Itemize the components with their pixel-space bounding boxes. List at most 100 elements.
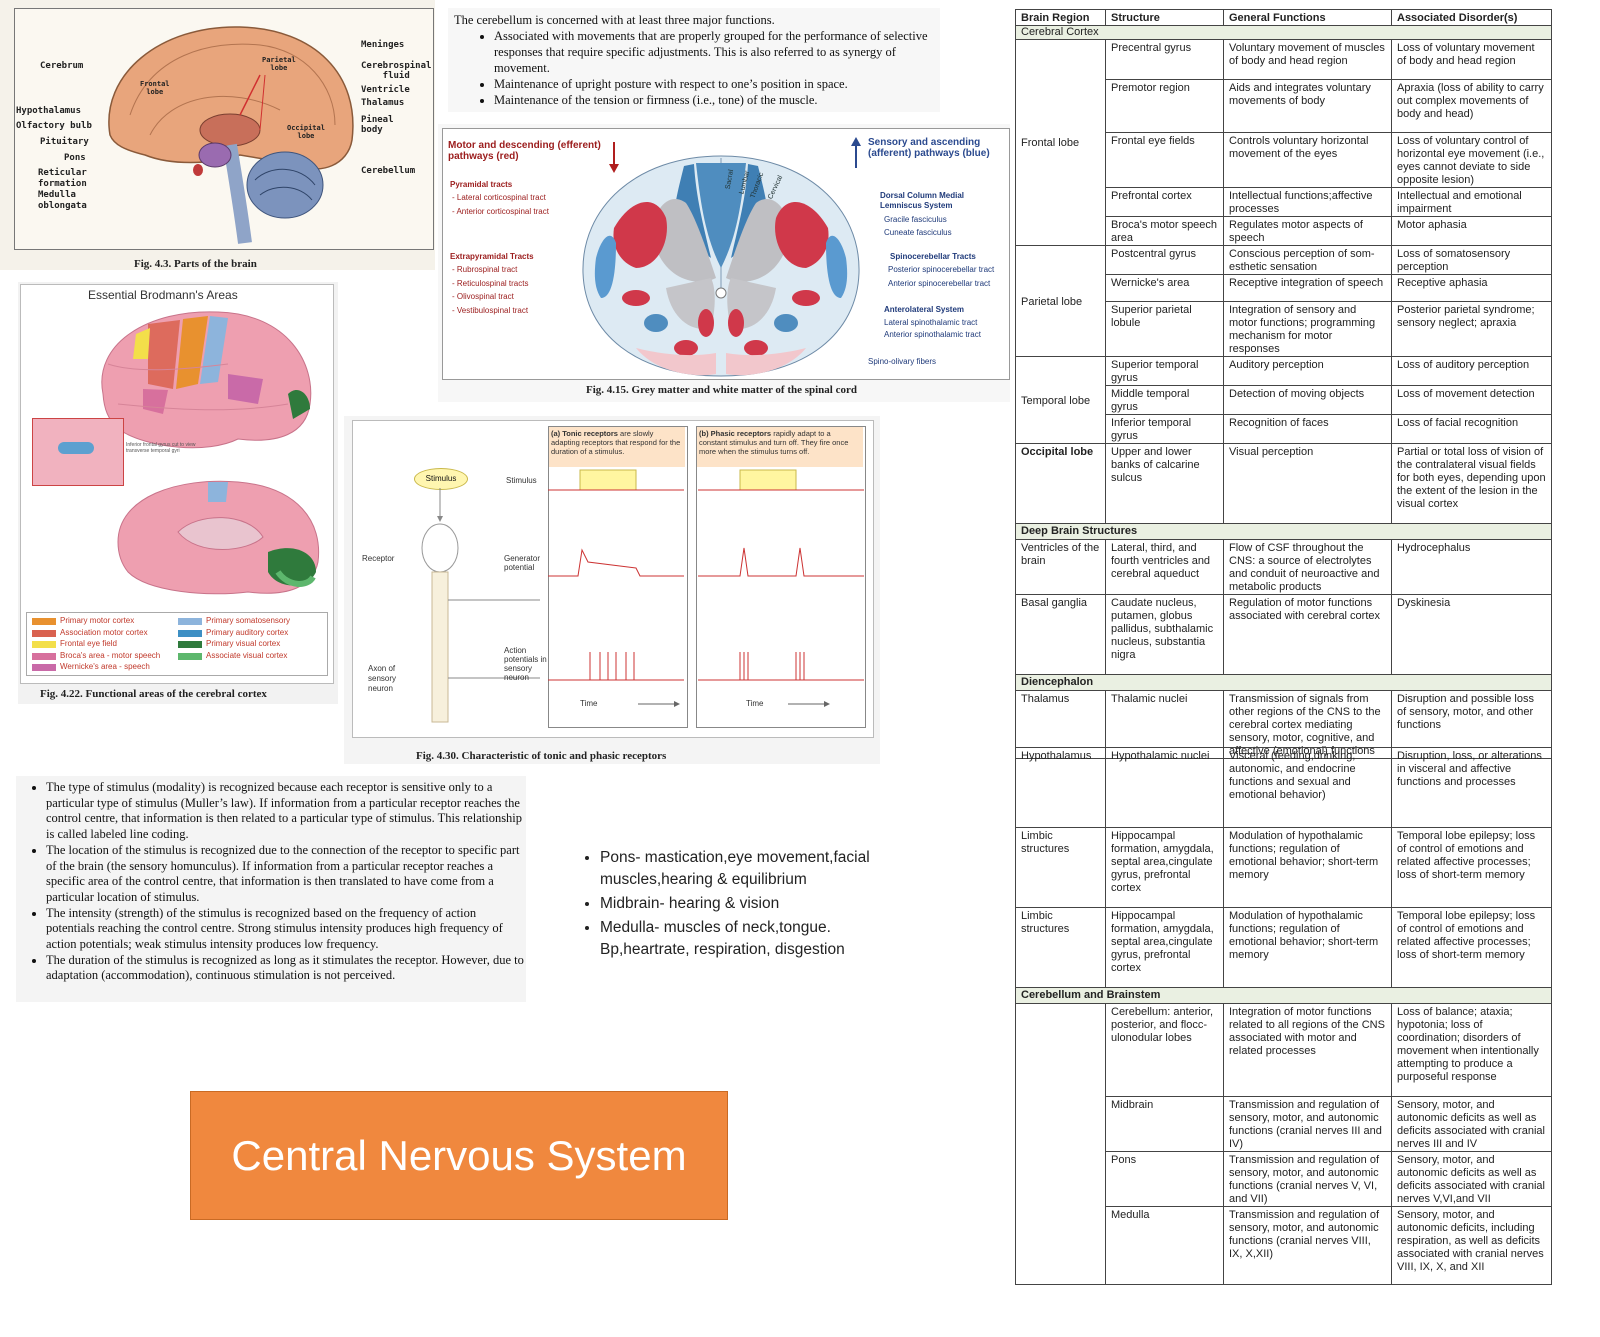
fig-spinal-cord: Motor and descending (efferent) pathways… [438, 124, 1010, 402]
dorsal-item: Cuneate fasciculus [884, 228, 952, 237]
brain-label-ventricle: Ventricle [361, 85, 410, 95]
list-item: Pons- mastication,eye movement,facial mu… [600, 847, 904, 891]
table-cell: Sensory, motor, and autonomic deficits a… [1391, 1151, 1552, 1207]
table-cell: Hydrocephalus [1391, 539, 1552, 595]
legend-label: Primary motor cortex [60, 616, 135, 625]
brain-label-pons: Pons [64, 153, 86, 163]
table-cell: Detection of moving objects [1223, 385, 1392, 415]
table-cell: Inferior temporal gyrus [1105, 414, 1224, 444]
anterolateral-item: Anterior spinothalamic tract [884, 330, 981, 339]
brodmann-medial-brain [117, 480, 320, 595]
table-cell: Hypothalamus [1015, 747, 1106, 828]
table-cell: Postcentral gyrus [1105, 245, 1224, 275]
table-cell: Frontal eye fields [1105, 132, 1224, 188]
time-label: Time [580, 699, 598, 708]
region-occipital: Occipital lobe [1015, 443, 1106, 524]
anterolateral-title: Anterolateral System [884, 305, 965, 314]
arrow-up-icon [851, 137, 861, 168]
pyramidal-item: - Lateral corticospinal tract [452, 193, 546, 202]
extrapyramidal-item: - Rubrospinal tract [452, 265, 518, 274]
list-item: The type of stimulus (modality) is recog… [46, 780, 526, 843]
motor-heading: Motor and descending (efferent) pathways… [448, 140, 601, 162]
legend-swatch [178, 641, 202, 648]
cerebellum-bullets: Associated with movements that are prope… [454, 28, 934, 108]
table-cell: Loss of voluntary movement of body and h… [1391, 39, 1552, 80]
table-cell: Prefrontal cortex [1105, 187, 1224, 217]
table-cell: Regulation of motor functions associated… [1223, 594, 1392, 675]
table-cell: Integration of sensory and motor functio… [1223, 301, 1392, 357]
dorsal-title: Dorsal Column Medial Lemniscus System [880, 191, 965, 210]
brainstem-list: Pons- mastication,eye movement,facial mu… [584, 847, 904, 961]
table-row: Temporal lobe Superior temporal gyrus Au… [1015, 356, 1552, 444]
brain-label-cerebrum: Cerebrum [40, 61, 84, 71]
stimulus-list: The type of stimulus (modality) is recog… [16, 780, 526, 984]
table-row: Midbrain Transmission and regulation of … [1016, 1096, 1552, 1152]
table-cell: Aids and integrates voluntary movements … [1223, 79, 1392, 133]
list-item: Maintenance of upright posture with resp… [494, 76, 934, 92]
table-row: Parietal lobe Postcentral gyrus Consciou… [1015, 245, 1552, 357]
panel-tonic [548, 426, 688, 728]
arrow-down-icon [609, 142, 619, 173]
pyramidal-title: Pyramidal tracts [450, 180, 513, 189]
table-cell: Receptive integration of speech [1223, 274, 1392, 302]
spinocerebellar-title: Spinocerebellar Tracts [890, 252, 976, 261]
table-cell: Loss of auditory perception [1391, 356, 1552, 386]
table-cell: Controls voluntary horizontal movement o… [1223, 132, 1392, 188]
table-cell: Loss of somatosensory perception [1391, 245, 1552, 275]
table-cell: Middle temporal gyrus [1105, 385, 1224, 415]
table-cell: Hippocampal formation, amygdala, septal … [1105, 827, 1224, 908]
legend-swatch [178, 629, 202, 637]
table-cell: Caudate nucleus, putamen, globus pallidu… [1105, 594, 1224, 675]
table-cell: Modulation of hypothalamic functions; re… [1223, 907, 1392, 988]
table-cell: Broca's motor speech area [1105, 216, 1224, 246]
cerebellum-intro: The cerebellum is concerned with at leas… [454, 13, 775, 27]
table-row: Superior parietal lobule Integration of … [1016, 301, 1552, 357]
list-item: The intensity (strength) of the stimulus… [46, 906, 526, 953]
table-cell: Regulates motor aspects of speech [1223, 216, 1392, 246]
list-item: Medulla- muscles of neck,tongue. Bp,hear… [600, 917, 904, 961]
table-row: Middle temporal gyrus Detection of movin… [1016, 385, 1552, 415]
table-row: Premotor region Aids and integrates volu… [1016, 79, 1552, 133]
spinal-cross-section [582, 155, 860, 377]
brodmann-inset-blue [58, 442, 94, 454]
receptor-traces [548, 469, 864, 707]
panel-phasic [696, 426, 866, 728]
column-header: General Functions [1223, 9, 1392, 26]
table-cell: Medulla [1105, 1206, 1224, 1285]
extrapyramidal-title: Extrapyramidal Tracts [450, 252, 534, 261]
table-row: Medulla Transmission and regulation of s… [1016, 1206, 1552, 1285]
stimulus-bubble: Stimulus [414, 468, 468, 490]
tonic-header: (a) Tonic receptors are slowly adapting … [549, 427, 685, 467]
section-deep-brain: Deep Brain Structures [1015, 523, 1552, 540]
receptor-neuron [421, 488, 540, 723]
table-cell: Recognition of faces [1223, 414, 1392, 444]
table-cell: Receptive aphasia [1391, 274, 1552, 302]
table-row: Limbic structures Hippocampal formation,… [1015, 907, 1552, 988]
table-cell: Conscious perception of som-esthetic sen… [1223, 245, 1392, 275]
table-cell: Visceral (feeding,drinking, autonomic, a… [1223, 747, 1392, 828]
section-row: Cerebellum and Brainstem [1015, 987, 1552, 1004]
fig-brodmann-caption: Fig. 4.22. Functional areas of the cereb… [40, 688, 267, 700]
table-cell: Auditory perception [1223, 356, 1392, 386]
table-cell: Disruption, loss, or alterations in visc… [1391, 747, 1552, 828]
legend-swatch [32, 618, 56, 625]
brodmann-title: Essential Brodmann's Areas [88, 288, 238, 302]
legend-label: Primary somatosensory [206, 616, 291, 625]
region-temporal: Temporal lobe [1015, 356, 1106, 444]
table-row: Limbic structures Hippocampal formation,… [1015, 827, 1552, 908]
table-row: Ventricles of the brain Lateral, third, … [1015, 539, 1552, 595]
legend-label: Broca's area - motor speech [60, 650, 161, 660]
extrapyramidal-item: - Olivospinal tract [452, 292, 514, 301]
brain-label-thalamus: Thalamus [361, 98, 405, 108]
page-title: Central Nervous System [231, 1131, 687, 1179]
anterolateral-item: Lateral spinothalamic tract [884, 318, 978, 327]
legend-swatch [178, 652, 202, 660]
table-cell: Basal ganglia [1015, 594, 1106, 675]
pyramidal-item: - Anterior corticospinal tract [452, 207, 549, 216]
table-cell: Temporal lobe epilepsy; loss of control … [1391, 827, 1552, 908]
title-box: Central Nervous System [190, 1091, 728, 1220]
brodmann-lateral-brain [101, 311, 312, 449]
